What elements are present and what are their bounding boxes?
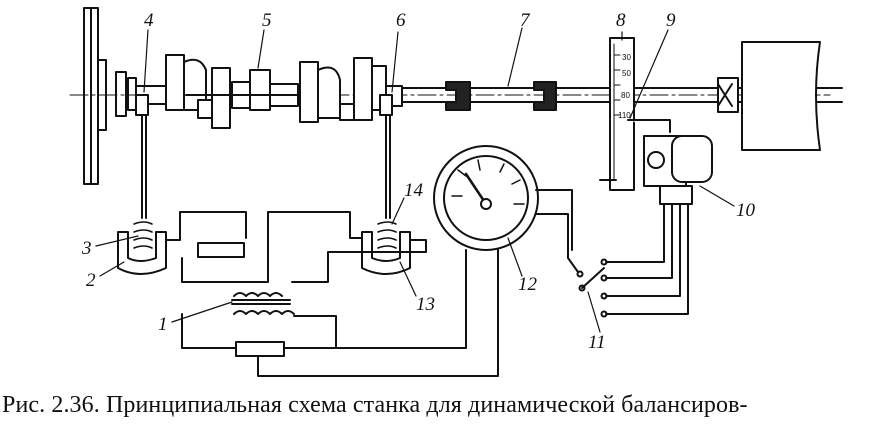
label-14: 14 xyxy=(404,180,424,201)
label-5: 5 xyxy=(262,10,272,31)
label-7: 7 xyxy=(520,10,531,31)
label-6: 6 xyxy=(396,10,406,31)
coil-1 xyxy=(233,292,283,297)
scale-label-110: 110 xyxy=(618,111,631,120)
label-8: 8 xyxy=(616,10,626,31)
transducer-left xyxy=(117,221,167,275)
label-12: 12 xyxy=(518,274,538,295)
support-6 xyxy=(379,94,393,219)
indicator-gauge-12 xyxy=(433,145,539,251)
flywheel xyxy=(83,7,137,185)
scale-label-30: 30 xyxy=(622,53,631,62)
label-11: 11 xyxy=(588,332,606,353)
figure-caption: Рис. 2.36. Принципиальная схема станка д… xyxy=(2,392,748,418)
support-4 xyxy=(135,94,149,219)
leader-lines xyxy=(95,27,735,333)
scale-disk-8 xyxy=(599,37,635,191)
label-1: 1 xyxy=(158,314,168,335)
label-4: 4 xyxy=(144,10,154,31)
label-13: 13 xyxy=(416,294,435,315)
label-10: 10 xyxy=(736,200,756,221)
phase-sensor-10 xyxy=(627,119,713,205)
wiring xyxy=(165,189,689,377)
resistor-1 xyxy=(197,242,245,258)
resistor-2 xyxy=(235,341,285,357)
transducer-right xyxy=(361,221,411,275)
label-3: 3 xyxy=(81,238,92,259)
scale-label-50: 50 xyxy=(622,69,631,78)
balancing-machine-diagram: 30 50 80 110 4 5 6 7 8 9 10 14 3 2 13 12… xyxy=(69,7,843,377)
label-9: 9 xyxy=(666,10,676,31)
crankshaft xyxy=(135,54,403,129)
drive-motor xyxy=(717,41,821,151)
scale-label-80: 80 xyxy=(621,91,630,100)
label-2: 2 xyxy=(86,270,96,291)
